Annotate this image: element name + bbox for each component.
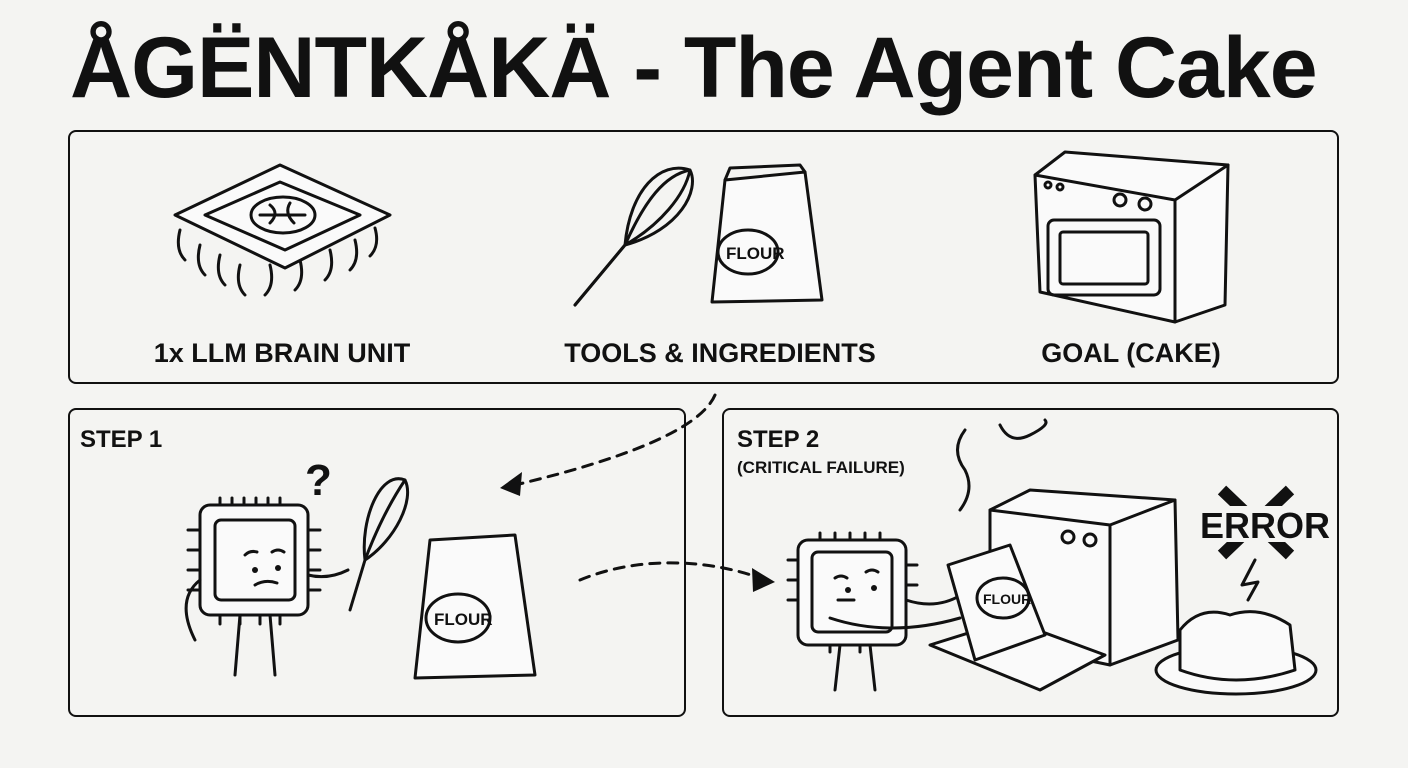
determined-chip-character xyxy=(786,531,963,692)
flour-text: FLOUR xyxy=(983,591,1031,607)
flour-text: FLOUR xyxy=(726,244,785,263)
step-2-label: STEP 2 xyxy=(737,426,820,453)
dashed-arrow xyxy=(578,561,762,582)
flour-bag-icon: FLOUR xyxy=(413,533,537,680)
goal-label: GOAL (CAKE) xyxy=(1041,338,1221,368)
whisk-icon xyxy=(573,166,694,307)
flour-bag-icon: FLOUR xyxy=(710,163,824,304)
confused-chip-character: ? xyxy=(184,456,410,677)
llm-brain-label: 1x LLM BRAIN UNIT xyxy=(153,338,411,368)
error-text: ERROR xyxy=(1200,505,1330,546)
arrow-head xyxy=(752,568,775,592)
flour-text: FLOUR xyxy=(434,610,493,629)
page-title: ÅGËNTKÅKÄ - The Agent Cake xyxy=(70,20,1318,116)
ingredients-panel xyxy=(68,130,1339,384)
dashed-arrow xyxy=(513,393,717,487)
chip-brain-icon xyxy=(173,163,392,297)
tools-ingredients-label: TOOLS & INGREDIENTS xyxy=(564,338,876,368)
arrow-head xyxy=(500,472,522,496)
smoke-icon xyxy=(956,418,1048,512)
critical-failure-label: (CRITICAL FAILURE) xyxy=(737,458,905,477)
step-2-panel xyxy=(722,408,1339,717)
step-1-label: STEP 1 xyxy=(80,426,163,453)
flour-bag-icon: FLOUR xyxy=(946,543,1047,662)
error-icon: ERROR xyxy=(1200,485,1330,602)
question-mark: ? xyxy=(305,456,332,505)
oven-icon xyxy=(1033,150,1230,324)
collapsed-cake-icon xyxy=(1154,610,1318,696)
